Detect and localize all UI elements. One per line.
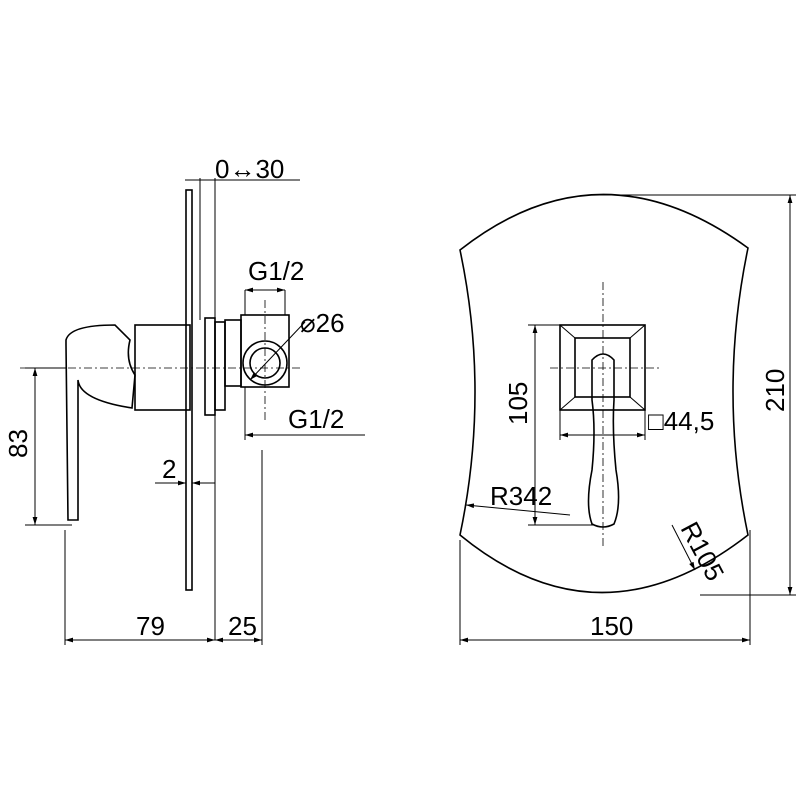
- depth-adjust-label: 0↔30: [215, 154, 284, 184]
- plate-thickness-label: 2: [162, 454, 176, 484]
- lever-projection-label: 79: [136, 611, 165, 641]
- handle-height-label: 105: [503, 382, 533, 425]
- thread-top-label: G1/2: [248, 256, 304, 286]
- escutcheon-outer: [559, 324, 646, 411]
- flange: [204, 317, 216, 416]
- valve-body: [134, 324, 191, 411]
- nut: [214, 321, 226, 411]
- escutcheon-inner: [574, 337, 631, 398]
- front-view: 105 □44,5 R342 R105 210 150: [459, 193, 796, 645]
- lever-height-label: 83: [3, 429, 33, 458]
- body-depth-label: 25: [228, 611, 257, 641]
- diameter-label: ⌀26: [300, 308, 345, 338]
- wall-plate: [185, 189, 193, 591]
- side-view: 0↔30 G1/2 ⌀26 G1/2 2 83 79 25: [3, 154, 365, 645]
- lever-handle: [65, 324, 136, 521]
- cover-plate: [459, 193, 749, 594]
- front-lever-handle: [587, 353, 620, 528]
- thread-bottom-label: G1/2: [288, 404, 344, 434]
- plate-height-label: 210: [760, 369, 790, 412]
- plate-width-label: 150: [590, 611, 633, 641]
- connector: [224, 319, 242, 387]
- escutcheon-square-label: □44,5: [648, 406, 714, 436]
- side-radius-label: R342: [490, 481, 552, 511]
